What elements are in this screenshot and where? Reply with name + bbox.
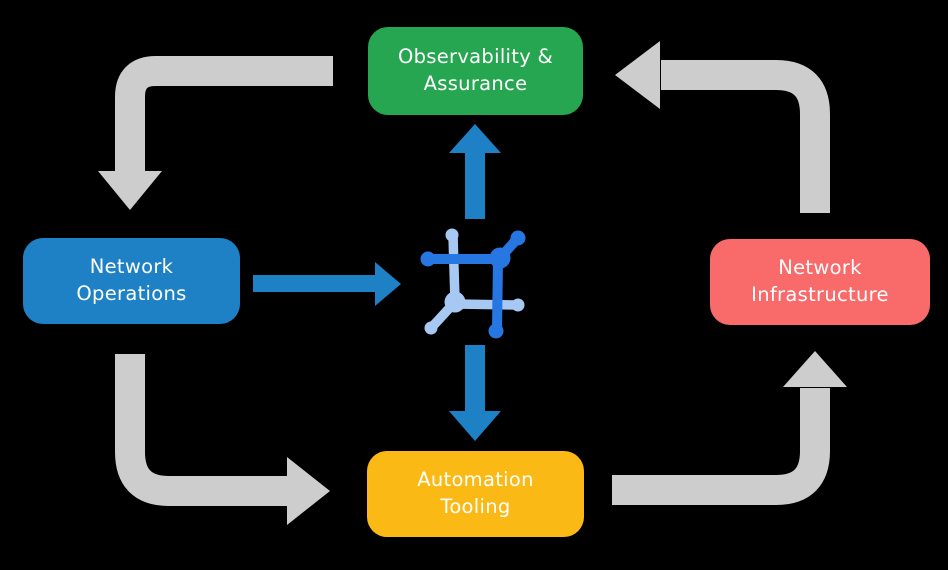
node-network-infrastructure-label: Network Infrastructure: [751, 256, 889, 306]
icon-light-lines: [424, 228, 525, 335]
icon-dark-lines: [420, 230, 526, 339]
arrow-operations-to-center: [253, 262, 401, 306]
arrow-infrastructure-to-observability: [615, 41, 830, 213]
node-observability-label: Observability & Assurance: [397, 45, 554, 95]
node-network-operations: Network Operations: [23, 238, 240, 324]
arrow-center-to-automation: [449, 345, 501, 441]
node-automation-tooling-label: Automation Tooling: [417, 468, 534, 518]
node-network-operations-label: Network Operations: [76, 255, 187, 305]
arrow-observability-to-operations: [98, 56, 333, 210]
node-observability: Observability & Assurance: [368, 27, 583, 115]
node-network-infrastructure: Network Infrastructure: [710, 239, 930, 325]
arrow-operations-to-automation: [115, 354, 330, 525]
arrow-automation-to-infrastructure: [612, 351, 847, 505]
arrow-center-to-observability: [449, 124, 501, 219]
network-automation-icon: [420, 228, 526, 339]
node-automation-tooling: Automation Tooling: [367, 451, 584, 537]
